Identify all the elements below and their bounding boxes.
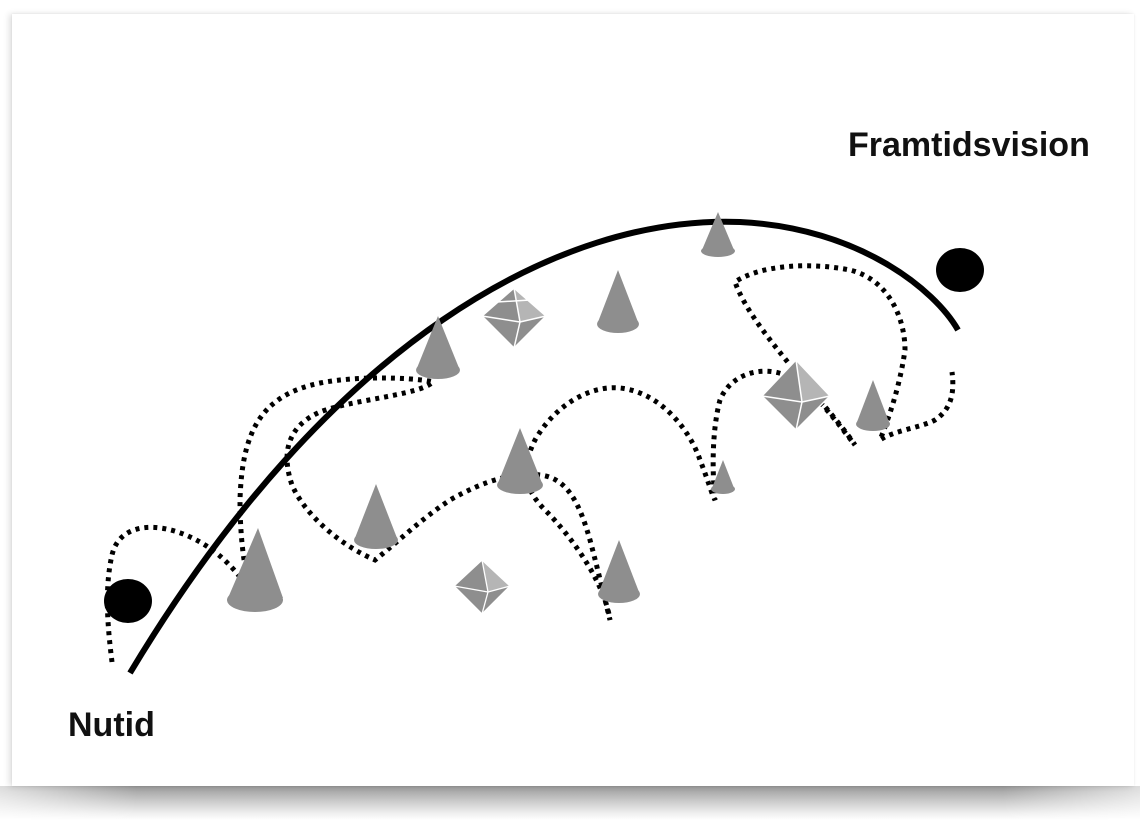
cone-arc-left — [416, 316, 460, 379]
octahedron-arc — [480, 287, 548, 350]
cone-center-left — [354, 484, 398, 549]
cone-lower — [598, 540, 640, 603]
present-label: Nutid — [68, 706, 155, 744]
cone-top — [701, 212, 735, 257]
cone-large — [227, 528, 283, 612]
cone-middle — [597, 270, 639, 333]
octahedron-lower — [453, 559, 511, 615]
end-dot — [936, 248, 984, 292]
future-vision-label: Framtidsvision — [848, 126, 1090, 164]
cone-right — [856, 380, 890, 431]
cone-center — [497, 428, 543, 494]
start-dot — [104, 579, 152, 623]
octahedron-right — [760, 359, 832, 432]
page-shadow — [0, 786, 1140, 820]
cone-small — [711, 460, 735, 494]
main-path — [127, 218, 961, 675]
